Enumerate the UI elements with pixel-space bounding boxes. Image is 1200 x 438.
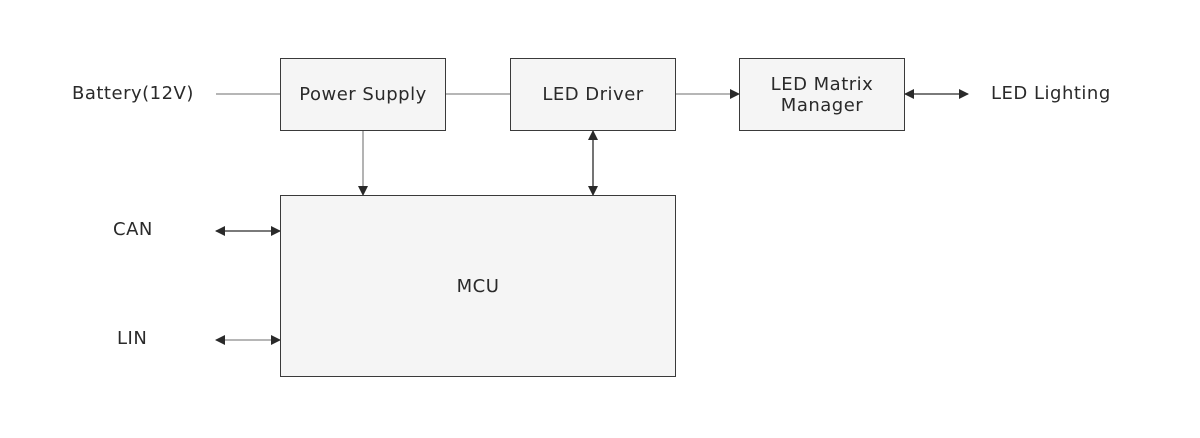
led-driver-label: LED Driver [542,84,644,105]
power-supply-label: Power Supply [299,84,427,105]
can-label: CAN [113,219,153,240]
mcu-label: MCU [456,275,500,297]
power-supply-block: Power Supply [280,58,446,131]
mcu-block: MCU [280,195,676,377]
lin-label: LIN [117,328,148,349]
led-matrix-manager-block: LED Matrix Manager [739,58,905,131]
led-matrix-label-line2: Manager [780,94,864,116]
led-matrix-label-line1: LED Matrix [770,73,874,95]
led-driver-block: LED Driver [510,58,676,131]
led-lighting-label: LED Lighting [991,83,1111,104]
battery-label: Battery(12V) [72,83,194,104]
